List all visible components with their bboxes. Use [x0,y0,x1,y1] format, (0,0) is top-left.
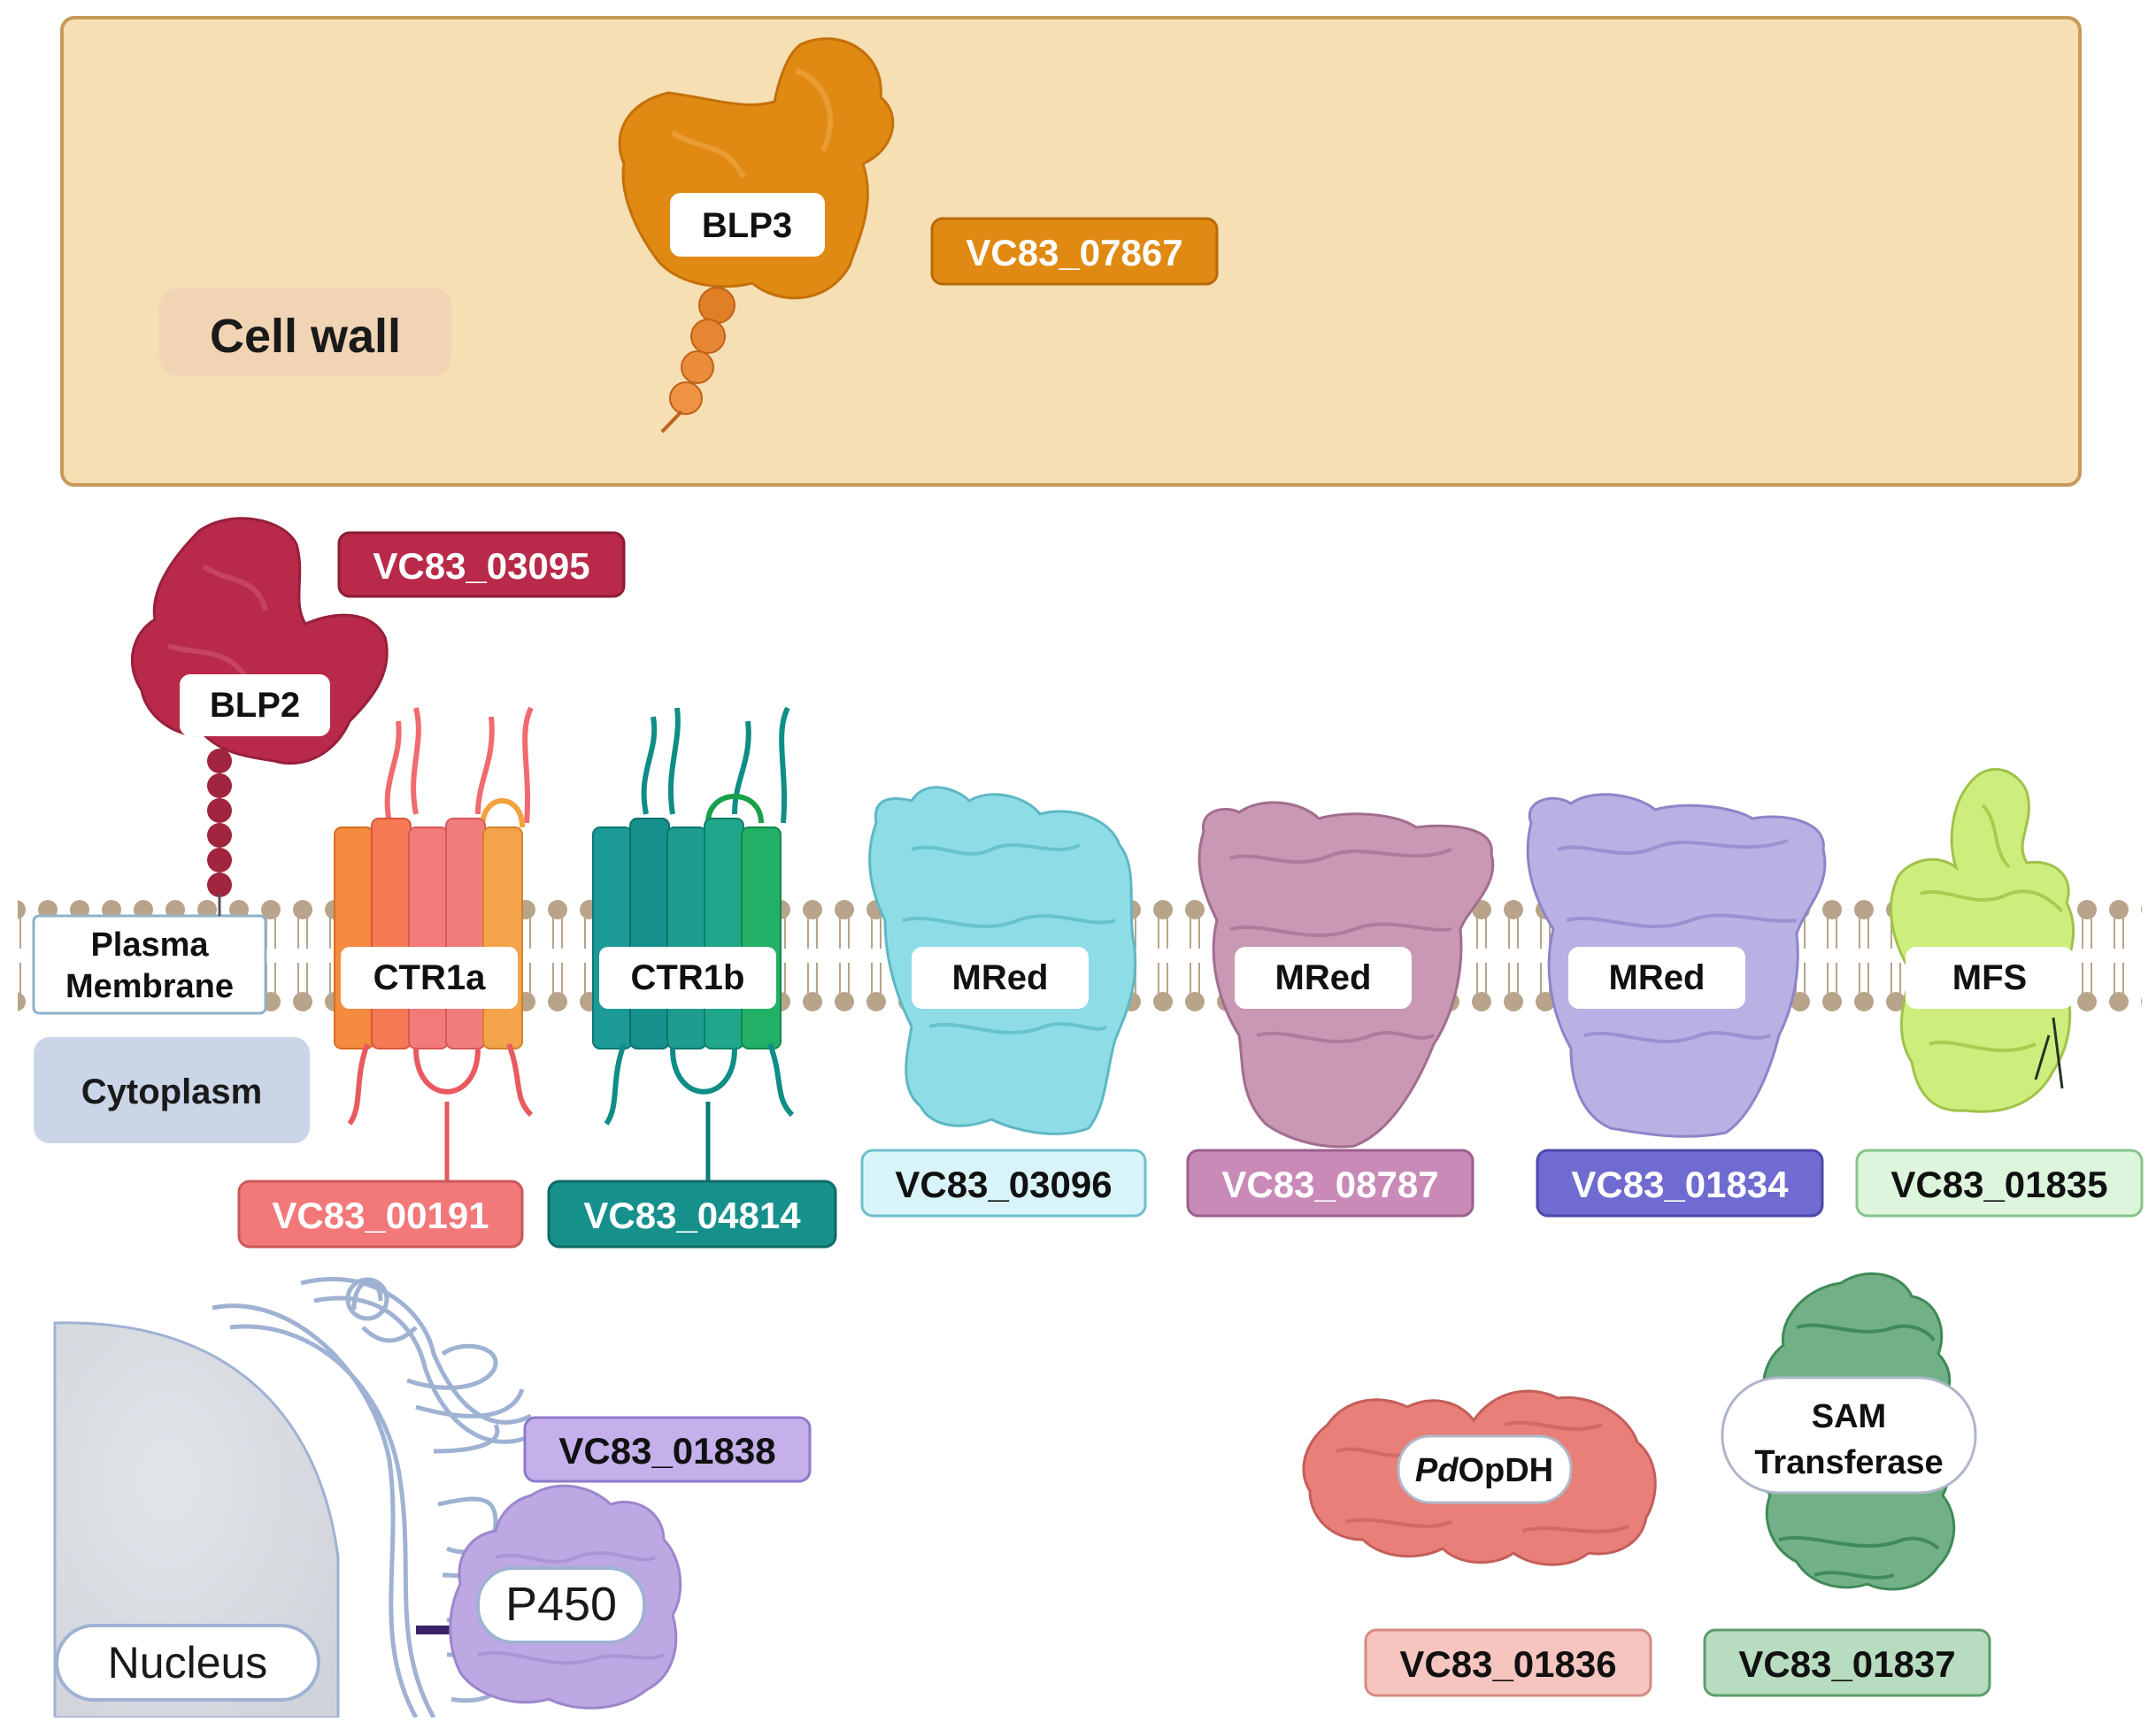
nucleus-label-bg [55,1624,320,1702]
ctr1b-label-bg [599,947,776,1009]
ctr1a-protein [334,706,534,1181]
p450-label-bg [476,1566,646,1644]
ctr1a-gene-label: VC83_00191 [272,1195,489,1236]
blp3-gene-label: VC83_07867 [966,232,1182,273]
nucleus-er-region [53,1277,537,1719]
mred1-label: MRed [952,958,1049,997]
mfs-label: MFS [1952,958,2027,997]
pdopdh-label: PdOpDH [1415,1452,1553,1489]
ctr1a-label-bg [341,947,518,1009]
ctr1b-gene-badge [547,1180,837,1249]
pdopdh-gene-label: VC83_01836 [1399,1643,1616,1685]
ctr1b-protein [592,706,795,1181]
sam-gene-label: VC83_01837 [1738,1643,1955,1685]
nucleus-label: Nucleus [108,1638,268,1687]
pdopdh-label-italic: Pd [1415,1452,1459,1489]
sam-gene-badge [1703,1628,1991,1697]
p450-gene-label: VC83_01838 [558,1430,775,1472]
mred2-label: MRed [1275,958,1372,997]
blp3-gene-badge [930,217,1219,286]
pdopdh-gene-badge [1364,1628,1652,1697]
ctr1b-label: CTR1b [631,958,745,997]
ctr1a-label: CTR1a [373,958,486,997]
cell-wall-label-bg [159,288,451,376]
plasma-membrane-label-bg [32,914,267,1015]
blp3-label-bg [670,193,825,257]
pdopdh-label-rest: OpDH [1458,1452,1553,1489]
blp2-label: BLP2 [210,686,300,725]
mred3-label: MRed [1609,958,1706,997]
mred1-label-bg [912,947,1089,1009]
pdopdh-label-bg [1397,1434,1573,1504]
p450-gene-badge [523,1416,812,1483]
mred3-gene-badge [1536,1149,1824,1218]
ctr1a-gene-badge [237,1180,524,1249]
cell-wall-label: Cell wall [210,310,401,363]
mfs-protein [1890,767,2075,1113]
mfs-gene-badge [1855,1149,2144,1218]
ctr1b-gene-label: VC83_04814 [583,1195,801,1236]
mred3-gene-label: VC83_01834 [1571,1164,1789,1205]
mred2-gene-badge [1186,1149,1475,1218]
mfs-label-bg [1906,947,2074,1009]
sam-label-line2: Transferase [1754,1444,1943,1481]
mred3-label-bg [1568,947,1745,1009]
sam-label-bg [1721,1376,1977,1495]
mred2-label-bg [1235,947,1412,1009]
mfs-gene-label: VC83_01835 [1890,1164,2107,1205]
cytoplasm-label-bg [34,1037,310,1143]
blp2-gene-badge [337,531,626,598]
cytoplasm-label: Cytoplasm [81,1072,263,1111]
blp3-label: BLP3 [702,206,792,245]
mred1-gene-badge [860,1149,1147,1218]
plasma-membrane-label-line1: Plasma [90,926,209,964]
mred1-gene-label: VC83_03096 [895,1164,1112,1205]
sam-label-line1: SAM [1812,1398,1886,1435]
p450-label: P450 [505,1578,617,1631]
plasma-membrane-label-line2: Membrane [65,968,234,1005]
mred2-gene-label: VC83_08787 [1221,1164,1438,1205]
blp2-gene-label: VC83_03095 [373,545,589,587]
blp2-label-bg [180,674,330,736]
